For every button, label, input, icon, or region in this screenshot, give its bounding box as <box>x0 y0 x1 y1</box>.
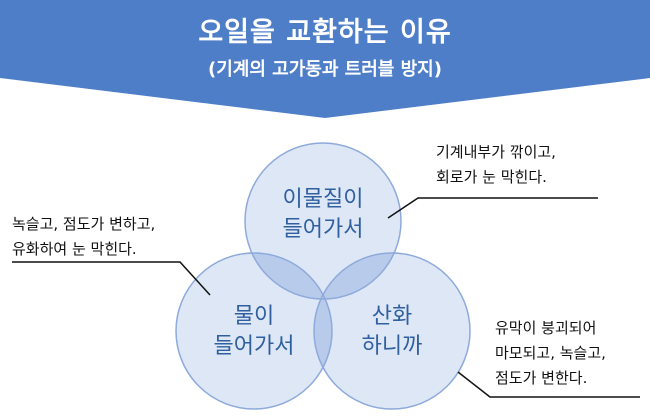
circle-label-left: 물이 들어가서 <box>213 304 295 359</box>
note-left: 녹슬고, 점도가 변하고, 유화하여 눈 막힌다. <box>12 215 156 258</box>
overlap-top-right <box>314 253 401 299</box>
leader-bottom-right <box>457 371 640 398</box>
overlap-top-left <box>245 253 332 299</box>
note-top-right: 기계내부가 깎이고, 회로가 눈 막힌다. <box>436 143 556 186</box>
circle-label-top: 이물질이 들어가서 <box>282 187 364 242</box>
leader-left <box>12 261 211 296</box>
banner-subtitle: (기계의 고가동과 트러블 방지) <box>208 59 442 80</box>
circle-right-outline <box>313 252 471 410</box>
circle-left-outline <box>175 252 333 410</box>
note-bottom-right: 유막이 붕괴되어 마모되고, 녹슬고, 점도가 변한다. <box>495 319 606 387</box>
banner-title: 오일을 교환하는 이유 <box>198 17 452 48</box>
circle-top-outline <box>244 142 402 300</box>
circle-label-right: 산화 하니까 <box>361 304 423 359</box>
leader-top-right <box>387 197 598 219</box>
